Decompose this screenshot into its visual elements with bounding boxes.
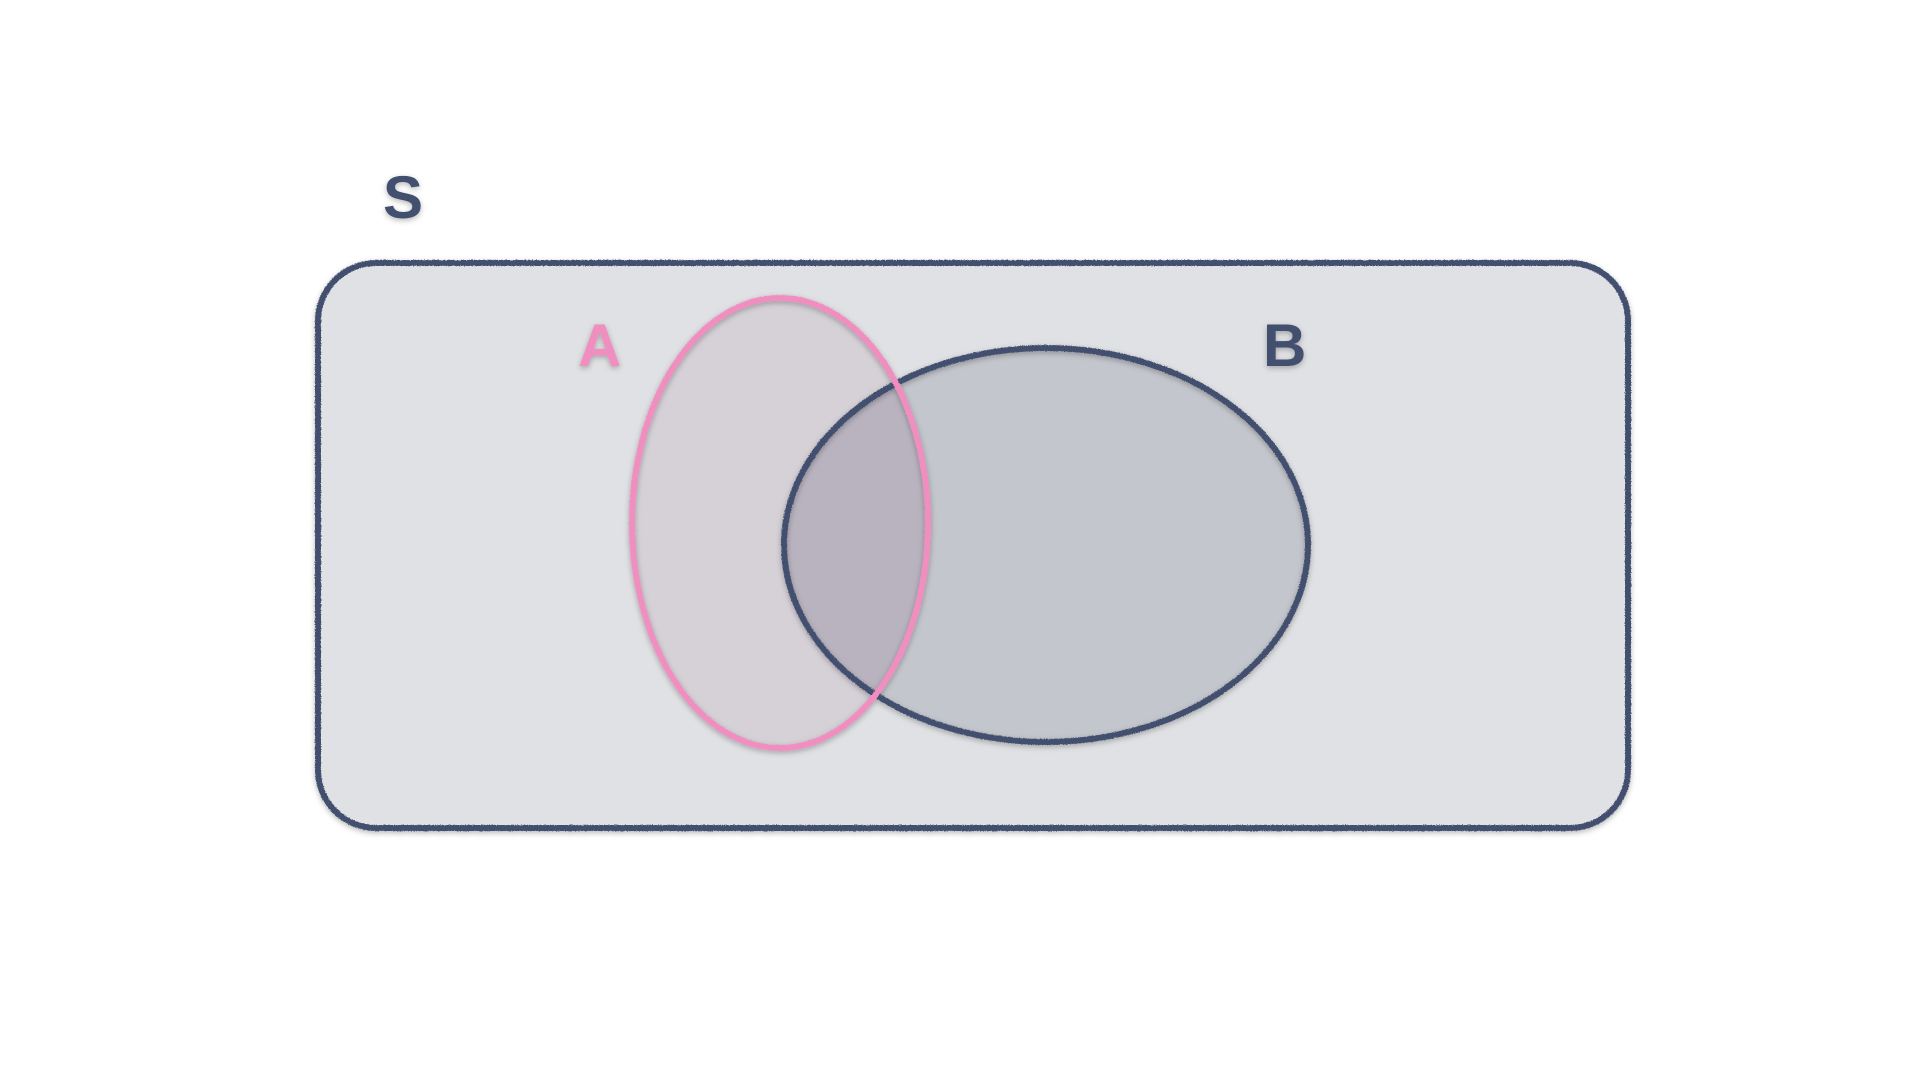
set-a-label: A [578,312,621,379]
set-b-outline [781,345,1311,745]
set-b-label: B [1263,312,1306,379]
set-a-outline [629,295,931,751]
universe-label: S [383,164,423,231]
